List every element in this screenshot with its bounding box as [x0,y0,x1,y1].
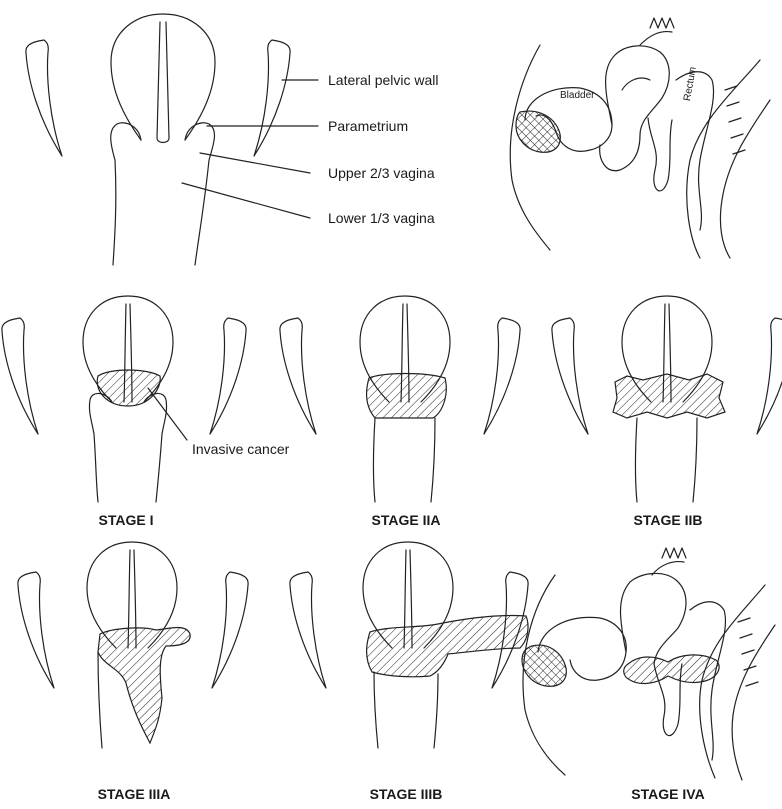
invasive-cancer-region [624,655,719,684]
stage-label-iib: STAGE IIB [578,512,758,528]
stage-i-figure [2,296,246,502]
stage-label-iiia: STAGE IIIA [44,786,224,802]
stage-label-iia: STAGE IIA [316,512,496,528]
left-pelvic-wall [26,40,62,156]
label-lower-vagina: Lower 1/3 vagina [328,210,435,226]
invasive-cancer-region [97,370,160,406]
stage-iva-figure [522,548,775,780]
stage-label-i: STAGE I [36,512,216,528]
stage-label-iva: STAGE IVA [578,786,758,802]
leader-upper-vagina [200,153,310,173]
tube-fimbria [640,18,674,45]
invasive-cancer-region [367,374,447,419]
reference-anatomy [26,14,318,265]
stage-iib-figure [552,296,782,502]
uterus-outline [606,46,670,135]
label-invasive-cancer: Invasive cancer [192,441,289,457]
sagittal-view-normal [510,18,770,258]
label-lateral-pelvic-wall: Lateral pelvic wall [328,72,439,88]
right-pelvic-wall [254,40,290,156]
stage-iiia-figure [18,542,248,748]
label-upper-vagina: Upper 2/3 vagina [328,165,435,181]
stage-iia-figure [280,296,520,502]
pubic-bone [516,111,560,152]
label-parametrium: Parametrium [328,118,408,134]
leader-invasive-cancer [148,388,187,440]
leader-lower-vagina [182,183,310,218]
stage-label-iiib: STAGE IIIB [316,786,496,802]
uterus-vagina [111,14,215,265]
invasive-cancer-region [613,374,725,418]
label-bladder: Bladder [560,90,594,101]
stage-iiib-figure [290,542,528,748]
invasive-cancer-region [98,628,190,744]
